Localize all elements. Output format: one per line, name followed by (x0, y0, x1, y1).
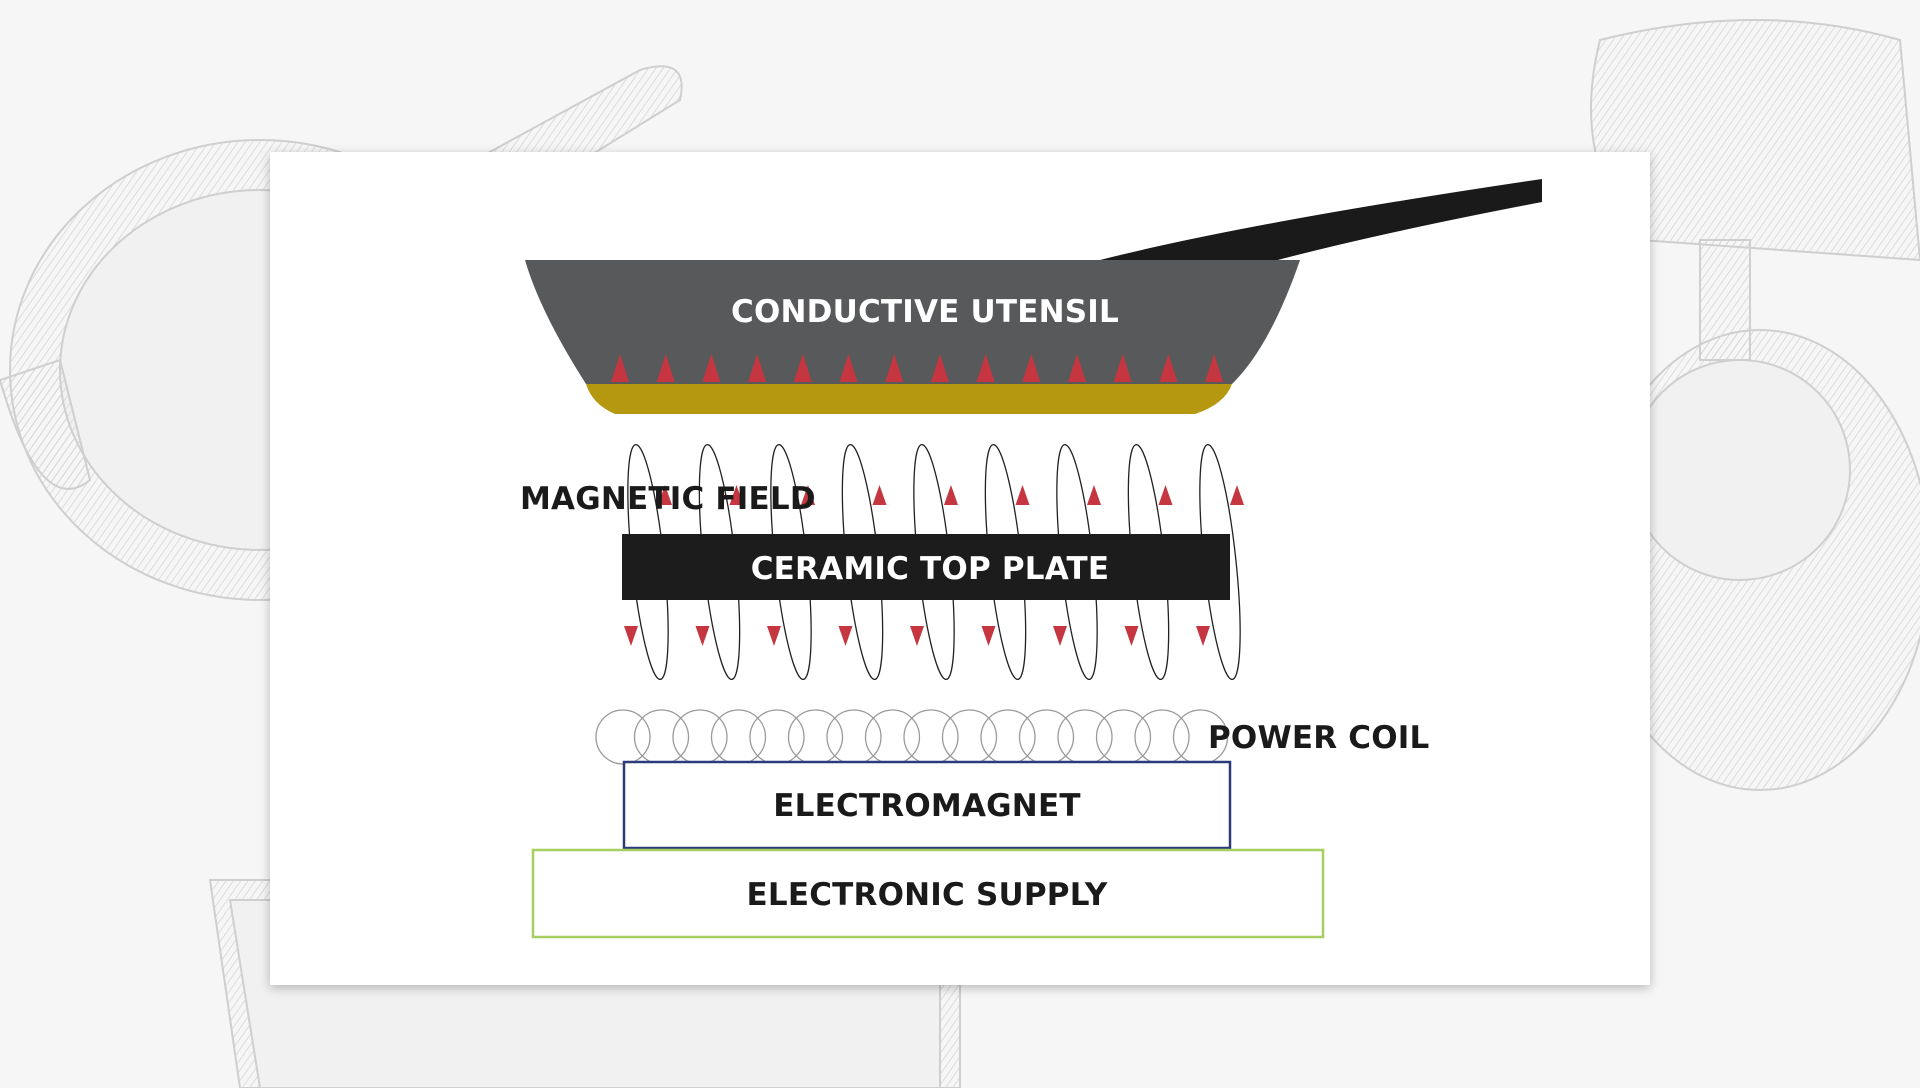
electromagnet-box (622, 760, 1232, 850)
heat-arrow-icon (1113, 354, 1132, 382)
field-down-arrow-icon (838, 626, 853, 646)
heat-arrow-icon (885, 354, 904, 382)
heat-arrow-icon (930, 354, 949, 382)
top-plate-bar (622, 534, 1230, 600)
field-up-arrow-icon (729, 485, 744, 505)
heat-arrow-icon (748, 354, 767, 382)
power-coil (595, 709, 1229, 765)
heat-arrow-icon (976, 354, 995, 382)
heat-arrow-icon (1159, 354, 1178, 382)
induction-cooking-diagram: CONDUCTIVE UTENSIL MAGNETIC FIELD CERAMI… (520, 179, 1542, 939)
field-down-arrow-icon (695, 626, 710, 646)
heat-arrow-icon (702, 354, 721, 382)
field-down-arrow-icon (981, 626, 996, 646)
electronic-supply-box (531, 848, 1325, 939)
field-up-arrow-icon (1015, 485, 1030, 505)
heat-arrow-icon (839, 354, 858, 382)
magnetic-field-label: MAGNETIC FIELD (520, 481, 816, 517)
ceramic-top-plate: CERAMIC TOP PLATE (622, 534, 1230, 600)
heat-arrow-icon (793, 354, 812, 382)
heat-arrow-icon (611, 354, 629, 382)
field-up-arrow-icon (801, 485, 815, 505)
field-up-arrow-icon (872, 485, 887, 505)
diagram-card: CONDUCTIVE UTENSIL MAGNETIC FIELD CERAMI… (270, 152, 1650, 985)
conductive-utensil: CONDUCTIVE UTENSIL (525, 179, 1542, 414)
heat-arrow-icon (1205, 354, 1224, 382)
field-down-arrow-icon (1053, 626, 1067, 646)
heat-arrows (611, 354, 1224, 382)
pan-base (586, 384, 1232, 414)
electronic-supply: ELECTRONIC SUPPLY (531, 848, 1325, 939)
utensil-label: CONDUCTIVE UTENSIL (731, 294, 1119, 330)
heat-arrow-icon (1022, 354, 1041, 382)
pan-body (525, 260, 1300, 384)
field-down-arrow-icon (767, 626, 781, 646)
field-down-arrow-icon (1196, 626, 1210, 646)
field-down-arrow-icon (910, 626, 924, 646)
field-down-arrow-icon (624, 626, 638, 646)
power-coil-label: POWER COIL (1208, 720, 1430, 756)
electromagnet-label: ELECTROMAGNET (773, 788, 1080, 824)
top-plate-label: CERAMIC TOP PLATE (751, 551, 1110, 587)
mixer-illustration-icon (1589, 19, 1920, 791)
heat-arrow-icon (656, 354, 675, 382)
electronic-supply-label: ELECTRONIC SUPPLY (747, 877, 1108, 913)
field-up-arrow-icon (1158, 485, 1173, 505)
field-up-arrow-icon (1087, 485, 1101, 505)
field-down-arrow-icon (1124, 626, 1139, 646)
field-up-arrow-icon (1230, 485, 1244, 505)
field-up-arrow-icon (658, 485, 672, 505)
electromagnet: ELECTROMAGNET (622, 760, 1232, 850)
heat-arrow-icon (1068, 354, 1086, 382)
field-up-arrow-icon (944, 485, 958, 505)
